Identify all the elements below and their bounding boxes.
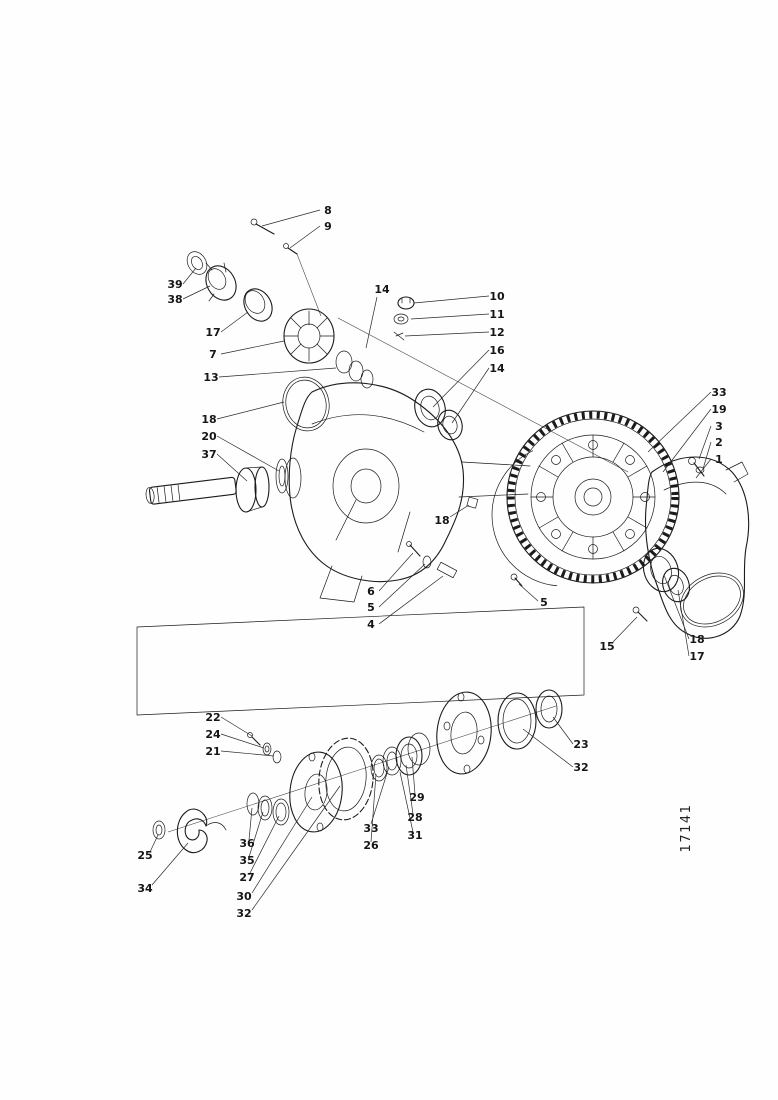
callout-7: 7 bbox=[209, 348, 217, 361]
callout-11: 11 bbox=[489, 308, 504, 321]
callout-14a: 14 bbox=[374, 283, 390, 296]
callout-8: 8 bbox=[324, 204, 332, 217]
figure-number: 17141 bbox=[679, 804, 694, 853]
callout-22: 22 bbox=[205, 711, 220, 724]
callout-18a: 18 bbox=[201, 413, 216, 426]
shim-washer-stack bbox=[335, 350, 374, 389]
callout-10: 10 bbox=[489, 290, 505, 303]
callout-25: 25 bbox=[137, 849, 152, 862]
callout-32a: 32 bbox=[573, 761, 588, 774]
callout-28: 28 bbox=[407, 811, 422, 824]
callout-12: 12 bbox=[489, 326, 504, 339]
bolt-15 bbox=[632, 606, 648, 622]
top-bolt-group bbox=[250, 218, 298, 255]
pinion-bearing-group bbox=[186, 251, 273, 322]
callout-18b: 18 bbox=[434, 514, 449, 527]
callout-31: 31 bbox=[407, 829, 422, 842]
callout-13: 13 bbox=[203, 371, 218, 384]
input-yoke-group bbox=[145, 458, 289, 513]
callout-30: 30 bbox=[236, 890, 252, 903]
pinion-nut-group bbox=[393, 296, 415, 341]
callout-9: 9 bbox=[324, 220, 332, 233]
leader-lines bbox=[149, 209, 712, 911]
callout-3: 3 bbox=[715, 420, 723, 433]
bolt-group-right bbox=[688, 457, 705, 477]
callout-35: 35 bbox=[239, 854, 254, 867]
callout-4: 4 bbox=[367, 618, 375, 631]
callout-34: 34 bbox=[137, 882, 153, 895]
callout-38: 38 bbox=[167, 293, 182, 306]
callout-20: 20 bbox=[201, 430, 217, 443]
callout-24: 24 bbox=[205, 728, 221, 741]
callout-23a: 23 bbox=[573, 738, 588, 751]
differential-housing bbox=[284, 382, 531, 603]
ring-gear-drum bbox=[491, 410, 680, 587]
callout-17b: 17 bbox=[689, 650, 704, 663]
callout-27: 27 bbox=[239, 871, 254, 884]
callout-18c: 18 bbox=[689, 633, 704, 646]
gasket-ring bbox=[680, 572, 744, 628]
callout-15: 15 bbox=[599, 640, 614, 653]
callout-2: 2 bbox=[715, 436, 723, 449]
cover-panel bbox=[136, 606, 585, 716]
callout-26: 26 bbox=[363, 839, 379, 852]
small-shaft-parts bbox=[406, 541, 523, 587]
callout-29: 29 bbox=[409, 791, 424, 804]
callout-39: 39 bbox=[167, 278, 182, 291]
callout-5a: 5 bbox=[367, 601, 375, 614]
callout-32b: 32 bbox=[236, 907, 251, 920]
pinion-gear bbox=[283, 308, 335, 364]
callout-6: 6 bbox=[367, 585, 375, 598]
callout-17a: 17 bbox=[205, 326, 220, 339]
callout-33b: 33 bbox=[363, 822, 378, 835]
callout-14b: 14 bbox=[489, 362, 505, 375]
axle-shaft-parts-bottom bbox=[152, 689, 563, 854]
callout-5b: 5 bbox=[540, 596, 548, 609]
callout-36: 36 bbox=[239, 837, 255, 850]
callout-1: 1 bbox=[715, 453, 723, 466]
callout-33a: 33 bbox=[711, 386, 726, 399]
pinion-shaft-bearings bbox=[414, 388, 463, 441]
seal-ring-left bbox=[282, 376, 330, 432]
hub-bearing-group-right bbox=[642, 547, 690, 603]
callout-16: 16 bbox=[489, 344, 505, 357]
callout-37: 37 bbox=[201, 448, 216, 461]
spindle-housing bbox=[644, 456, 750, 639]
callout-21: 21 bbox=[205, 745, 220, 758]
callout-19: 19 bbox=[711, 403, 726, 416]
callout-labels: 8 9 39 38 17 7 13 14 10 11 12 16 14 18 2… bbox=[137, 204, 726, 920]
